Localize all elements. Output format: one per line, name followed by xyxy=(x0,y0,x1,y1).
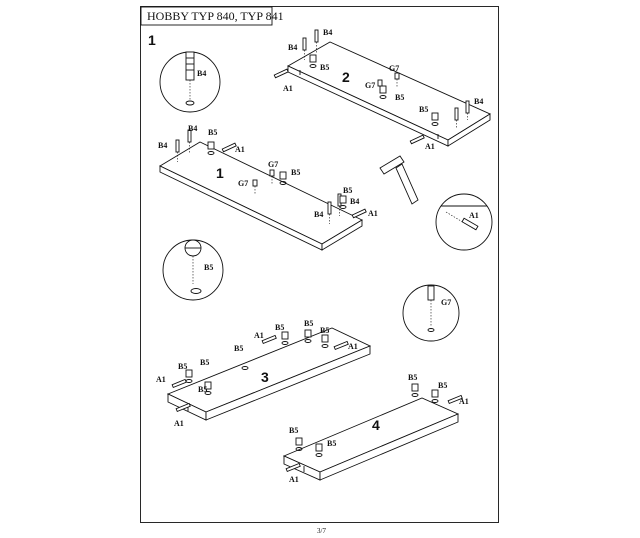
svg-text:A1: A1 xyxy=(289,475,299,484)
svg-text:A1: A1 xyxy=(459,397,469,406)
g7-dowel-icon xyxy=(377,72,400,95)
svg-text:B5: B5 xyxy=(178,362,187,371)
b4-screw-icon xyxy=(302,29,470,128)
svg-text:B5: B5 xyxy=(198,385,207,394)
b5-cam-icon xyxy=(185,329,329,395)
svg-text:B5: B5 xyxy=(395,93,404,102)
svg-text:B5: B5 xyxy=(438,381,447,390)
hammer-icon xyxy=(379,155,419,205)
a1-pin-icon xyxy=(273,68,425,145)
svg-text:B5: B5 xyxy=(291,168,300,177)
panel-4-number: 4 xyxy=(372,417,380,433)
g7-dowel-icon xyxy=(252,169,275,194)
svg-text:A1: A1 xyxy=(368,209,378,218)
svg-text:B5: B5 xyxy=(408,373,417,382)
svg-text:B4: B4 xyxy=(197,69,206,78)
detail-a1: A1 xyxy=(435,193,493,251)
svg-text:G7: G7 xyxy=(365,81,375,90)
page-number: 3/7 xyxy=(317,527,326,535)
svg-text:G7: G7 xyxy=(441,298,451,307)
panel-2-number: 2 xyxy=(342,69,350,85)
svg-text:A1: A1 xyxy=(235,145,245,154)
panel-1-number: 1 xyxy=(216,165,224,181)
svg-text:A1: A1 xyxy=(174,419,184,428)
svg-text:B4: B4 xyxy=(188,124,197,133)
svg-text:G7: G7 xyxy=(389,64,399,73)
svg-text:B5: B5 xyxy=(320,326,329,335)
panel-3-number: 3 xyxy=(261,369,269,385)
title-box xyxy=(140,6,273,26)
a1-pin-icon xyxy=(171,334,349,413)
svg-text:B5: B5 xyxy=(208,128,217,137)
svg-text:B4: B4 xyxy=(158,141,167,150)
svg-text:B5: B5 xyxy=(275,323,284,332)
panel-2: 2 B4 B4 B5 A1 G7 G7 B5 B5 B4 A1 xyxy=(273,28,491,151)
svg-text:B5: B5 xyxy=(304,319,313,328)
svg-text:A1: A1 xyxy=(156,375,166,384)
svg-text:B4: B4 xyxy=(288,43,297,52)
panel-4: 4 B5 B5 A1 B5 B5 A1 xyxy=(282,373,469,484)
svg-text:G7: G7 xyxy=(238,179,248,188)
svg-text:A1: A1 xyxy=(469,211,479,220)
panel-1: 1 B4 B4 B5 A1 G7 B5 G7 B5 B4 B4 A1 xyxy=(158,124,378,251)
detail-b4: B4 xyxy=(159,51,221,113)
a1-pin-icon xyxy=(221,142,367,219)
svg-text:B5: B5 xyxy=(234,344,243,353)
svg-text:B4: B4 xyxy=(314,210,323,219)
page-frame xyxy=(140,6,499,523)
a1-pin-icon xyxy=(285,394,463,473)
b5-cam-icon xyxy=(295,383,439,457)
svg-text:B4: B4 xyxy=(323,28,332,37)
svg-text:B5: B5 xyxy=(327,439,336,448)
svg-text:B4: B4 xyxy=(474,97,483,106)
svg-text:B5: B5 xyxy=(200,358,209,367)
b4-screw-icon xyxy=(175,129,342,224)
svg-text:B5: B5 xyxy=(343,186,352,195)
b5-cam-icon xyxy=(207,141,347,209)
svg-text:A1: A1 xyxy=(425,142,435,151)
detail-b5: B5 xyxy=(162,239,224,301)
svg-text:G7: G7 xyxy=(268,160,278,169)
svg-text:B5: B5 xyxy=(419,105,428,114)
svg-text:A1: A1 xyxy=(283,84,293,93)
page-title: HOBBY TYP 840, TYP 841 xyxy=(147,9,284,23)
step-number: 1 xyxy=(148,32,156,48)
svg-text:B5: B5 xyxy=(320,63,329,72)
svg-text:A1: A1 xyxy=(254,331,264,340)
detail-g7: G7 xyxy=(402,284,460,342)
svg-text:A1: A1 xyxy=(348,342,358,351)
svg-text:B5: B5 xyxy=(204,263,213,272)
panel-3: 3 A1 B5 B5 B5 B5 A1 B5 B5 B5 A1 A1 xyxy=(156,319,372,428)
svg-text:B5: B5 xyxy=(289,426,298,435)
svg-text:B4: B4 xyxy=(350,197,359,206)
b5-cam-icon xyxy=(309,54,439,126)
